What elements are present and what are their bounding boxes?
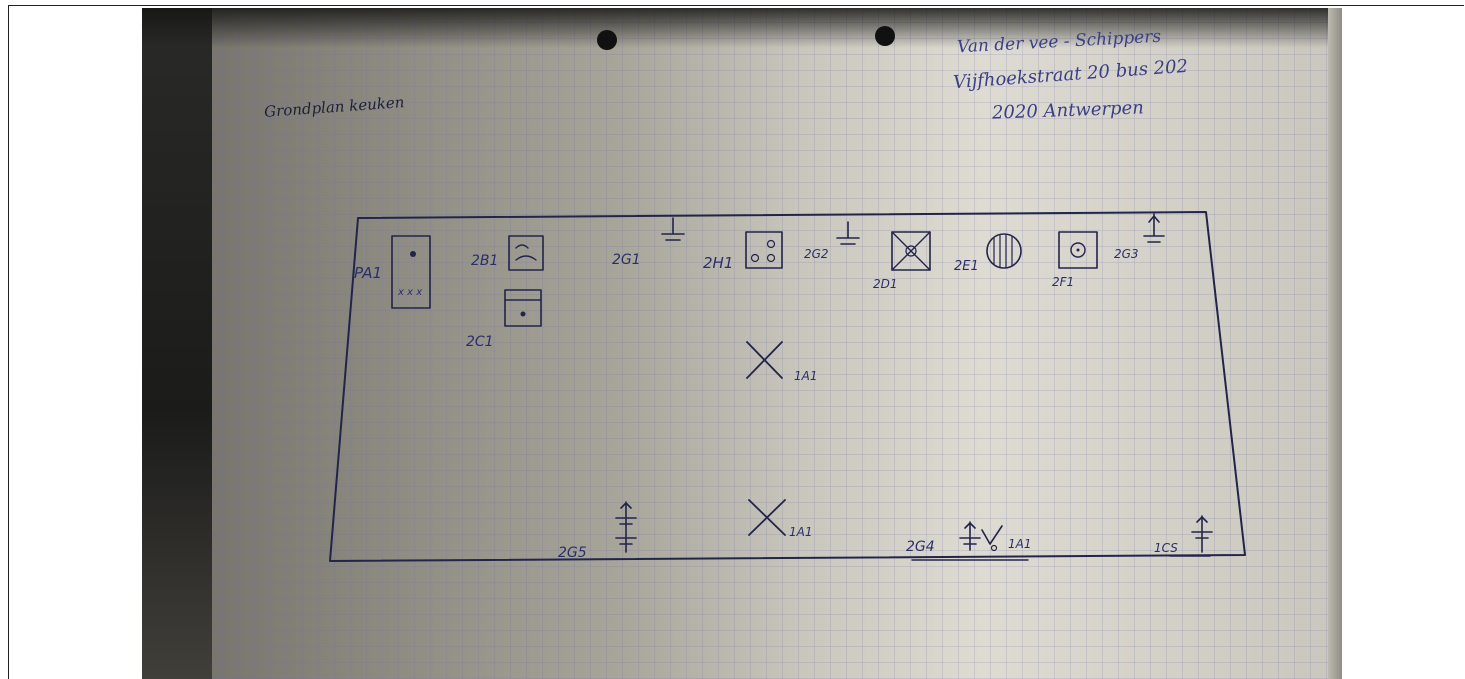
label-2d1: 2D1 <box>873 277 898 291</box>
label-2g2: 2G2 <box>804 247 829 261</box>
label-center-1a1: 1A1 <box>794 369 817 383</box>
desk-shadow-top <box>142 8 1342 48</box>
hood-symbol <box>891 231 931 271</box>
label-2e1: 2E1 <box>954 259 979 274</box>
hob-symbol <box>745 231 783 269</box>
label-2g4: 2G4 <box>906 539 935 555</box>
socket-symbol-2g3 <box>1143 213 1165 243</box>
fan-symbol <box>986 233 1022 269</box>
punch-hole-left <box>597 30 617 50</box>
light-symbol-bottom <box>748 499 786 536</box>
label-2g3: 2G3 <box>1114 247 1139 261</box>
floor-plan: x x x PA1 2B1 2C1 2G1 2H1 <box>329 211 1246 562</box>
oven-symbol <box>504 289 542 327</box>
socket-symbol-1cs <box>1169 515 1213 557</box>
svg-text:x x x: x x x <box>397 287 422 298</box>
floorplan-photo: Grondplan keuken Van der vee - Schippers… <box>142 8 1342 679</box>
label-pa1: PA1 <box>354 264 382 282</box>
label-2g5: 2G5 <box>558 545 587 561</box>
label-2g1: 2G1 <box>612 252 641 268</box>
label-side-1a1: 1A1 <box>1008 537 1031 551</box>
fridge-symbol <box>1058 231 1098 269</box>
dishwasher-symbol <box>508 235 544 271</box>
label-1cs: 1CS <box>1154 541 1178 555</box>
label-2b1: 2B1 <box>471 253 498 269</box>
distribution-board-symbol: x x x <box>391 235 431 309</box>
label-2c1: 2C1 <box>466 334 494 350</box>
switch-symbol <box>911 525 1029 561</box>
desk-shadow-left <box>142 8 212 679</box>
label-2f1: 2F1 <box>1052 275 1074 289</box>
label-2h1: 2H1 <box>703 254 733 272</box>
punch-hole-right <box>875 26 895 46</box>
room-outline <box>329 211 1246 562</box>
page-frame <box>8 5 1464 679</box>
socket-symbol-2g2 <box>836 221 860 245</box>
socket-symbol-2g4 <box>959 521 981 551</box>
graph-paper <box>142 8 1342 679</box>
label-bottom-1a1: 1A1 <box>789 525 812 539</box>
socket-symbol-2g5 <box>615 501 637 553</box>
desk-edge-right <box>1328 8 1342 679</box>
socket-symbol-2g1 <box>661 217 685 241</box>
light-symbol-center <box>746 341 783 379</box>
